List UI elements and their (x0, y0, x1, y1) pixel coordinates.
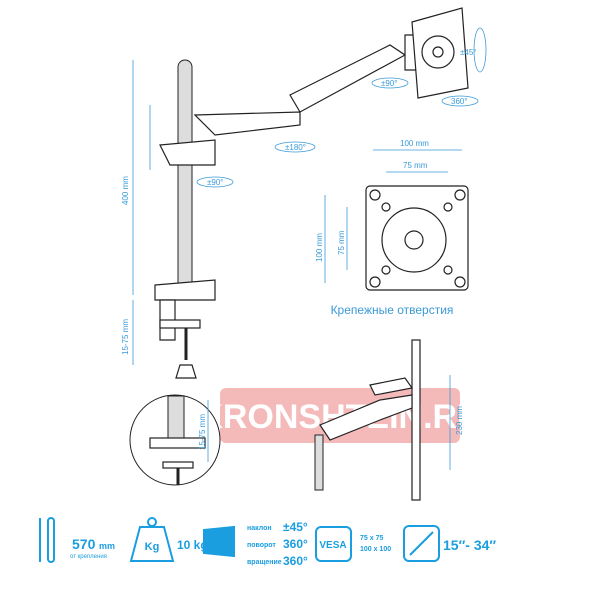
vesa-caption: Крепежные отверстия (331, 303, 454, 317)
head-pan-angle-label: ±90° (381, 79, 398, 88)
vesa-plate-diagram: 100 mm 75 mm 100 mm 75 mm Крепежные отве… (315, 139, 469, 317)
pole-height-label: 400 mm (121, 176, 130, 205)
screen-size-icon (403, 525, 440, 562)
specs-bar: 570 mm от крепления Kg 10 kg наклон ±45°… (39, 517, 496, 568)
tilt-angle-label: ±45° (460, 48, 477, 57)
swivel-label: поворот (247, 542, 276, 549)
weight-value: 10 kg (177, 538, 208, 552)
vesa-inner-height: 75 mm (337, 230, 346, 255)
inset-clamp-range-label: 15-75 mm (198, 414, 207, 450)
side-height-label: 230 mm (455, 406, 464, 435)
reach-icon (39, 517, 55, 563)
vesa-inner-width: 75 mm (403, 161, 428, 170)
vesa-icon: VESA (315, 526, 352, 562)
vesa-outer-height: 100 mm (315, 233, 324, 262)
clamp-range-label: 15-75 mm (121, 319, 130, 355)
svg-text:Kg: Kg (145, 541, 160, 553)
rotation-label: вращение (247, 559, 282, 566)
monitor-rotate-icon (203, 525, 235, 558)
clamp-detail-inset: 15-75 mm (129, 394, 221, 486)
tilt-label: наклон (247, 525, 272, 532)
reach-unit: mm (99, 541, 115, 551)
swivel-value: 360° (283, 537, 308, 551)
vesa-size-1: 75 x 75 (360, 535, 383, 542)
svg-text:VESA: VESA (319, 540, 346, 551)
reach-value: 570 (72, 536, 96, 552)
monitor-arm-drawing (154, 7, 469, 379)
weight-icon: Kg (129, 517, 175, 562)
base-swivel-angle-label: ±90° (207, 178, 224, 187)
vesa-size-2: 100 x 100 (360, 546, 391, 553)
rotation-value: 360° (283, 554, 308, 568)
reach-note: от крепления (70, 554, 107, 560)
tilt-value: ±45° (283, 520, 308, 534)
vesa-outer-width: 100 mm (400, 139, 429, 148)
arm-swivel-angle-label: ±180° (285, 143, 306, 152)
rotation-angle-label: 360° (451, 97, 468, 106)
screen-size-value: 15″- 34″ (443, 537, 496, 553)
side-view-drawing: 230 mm (314, 339, 464, 501)
